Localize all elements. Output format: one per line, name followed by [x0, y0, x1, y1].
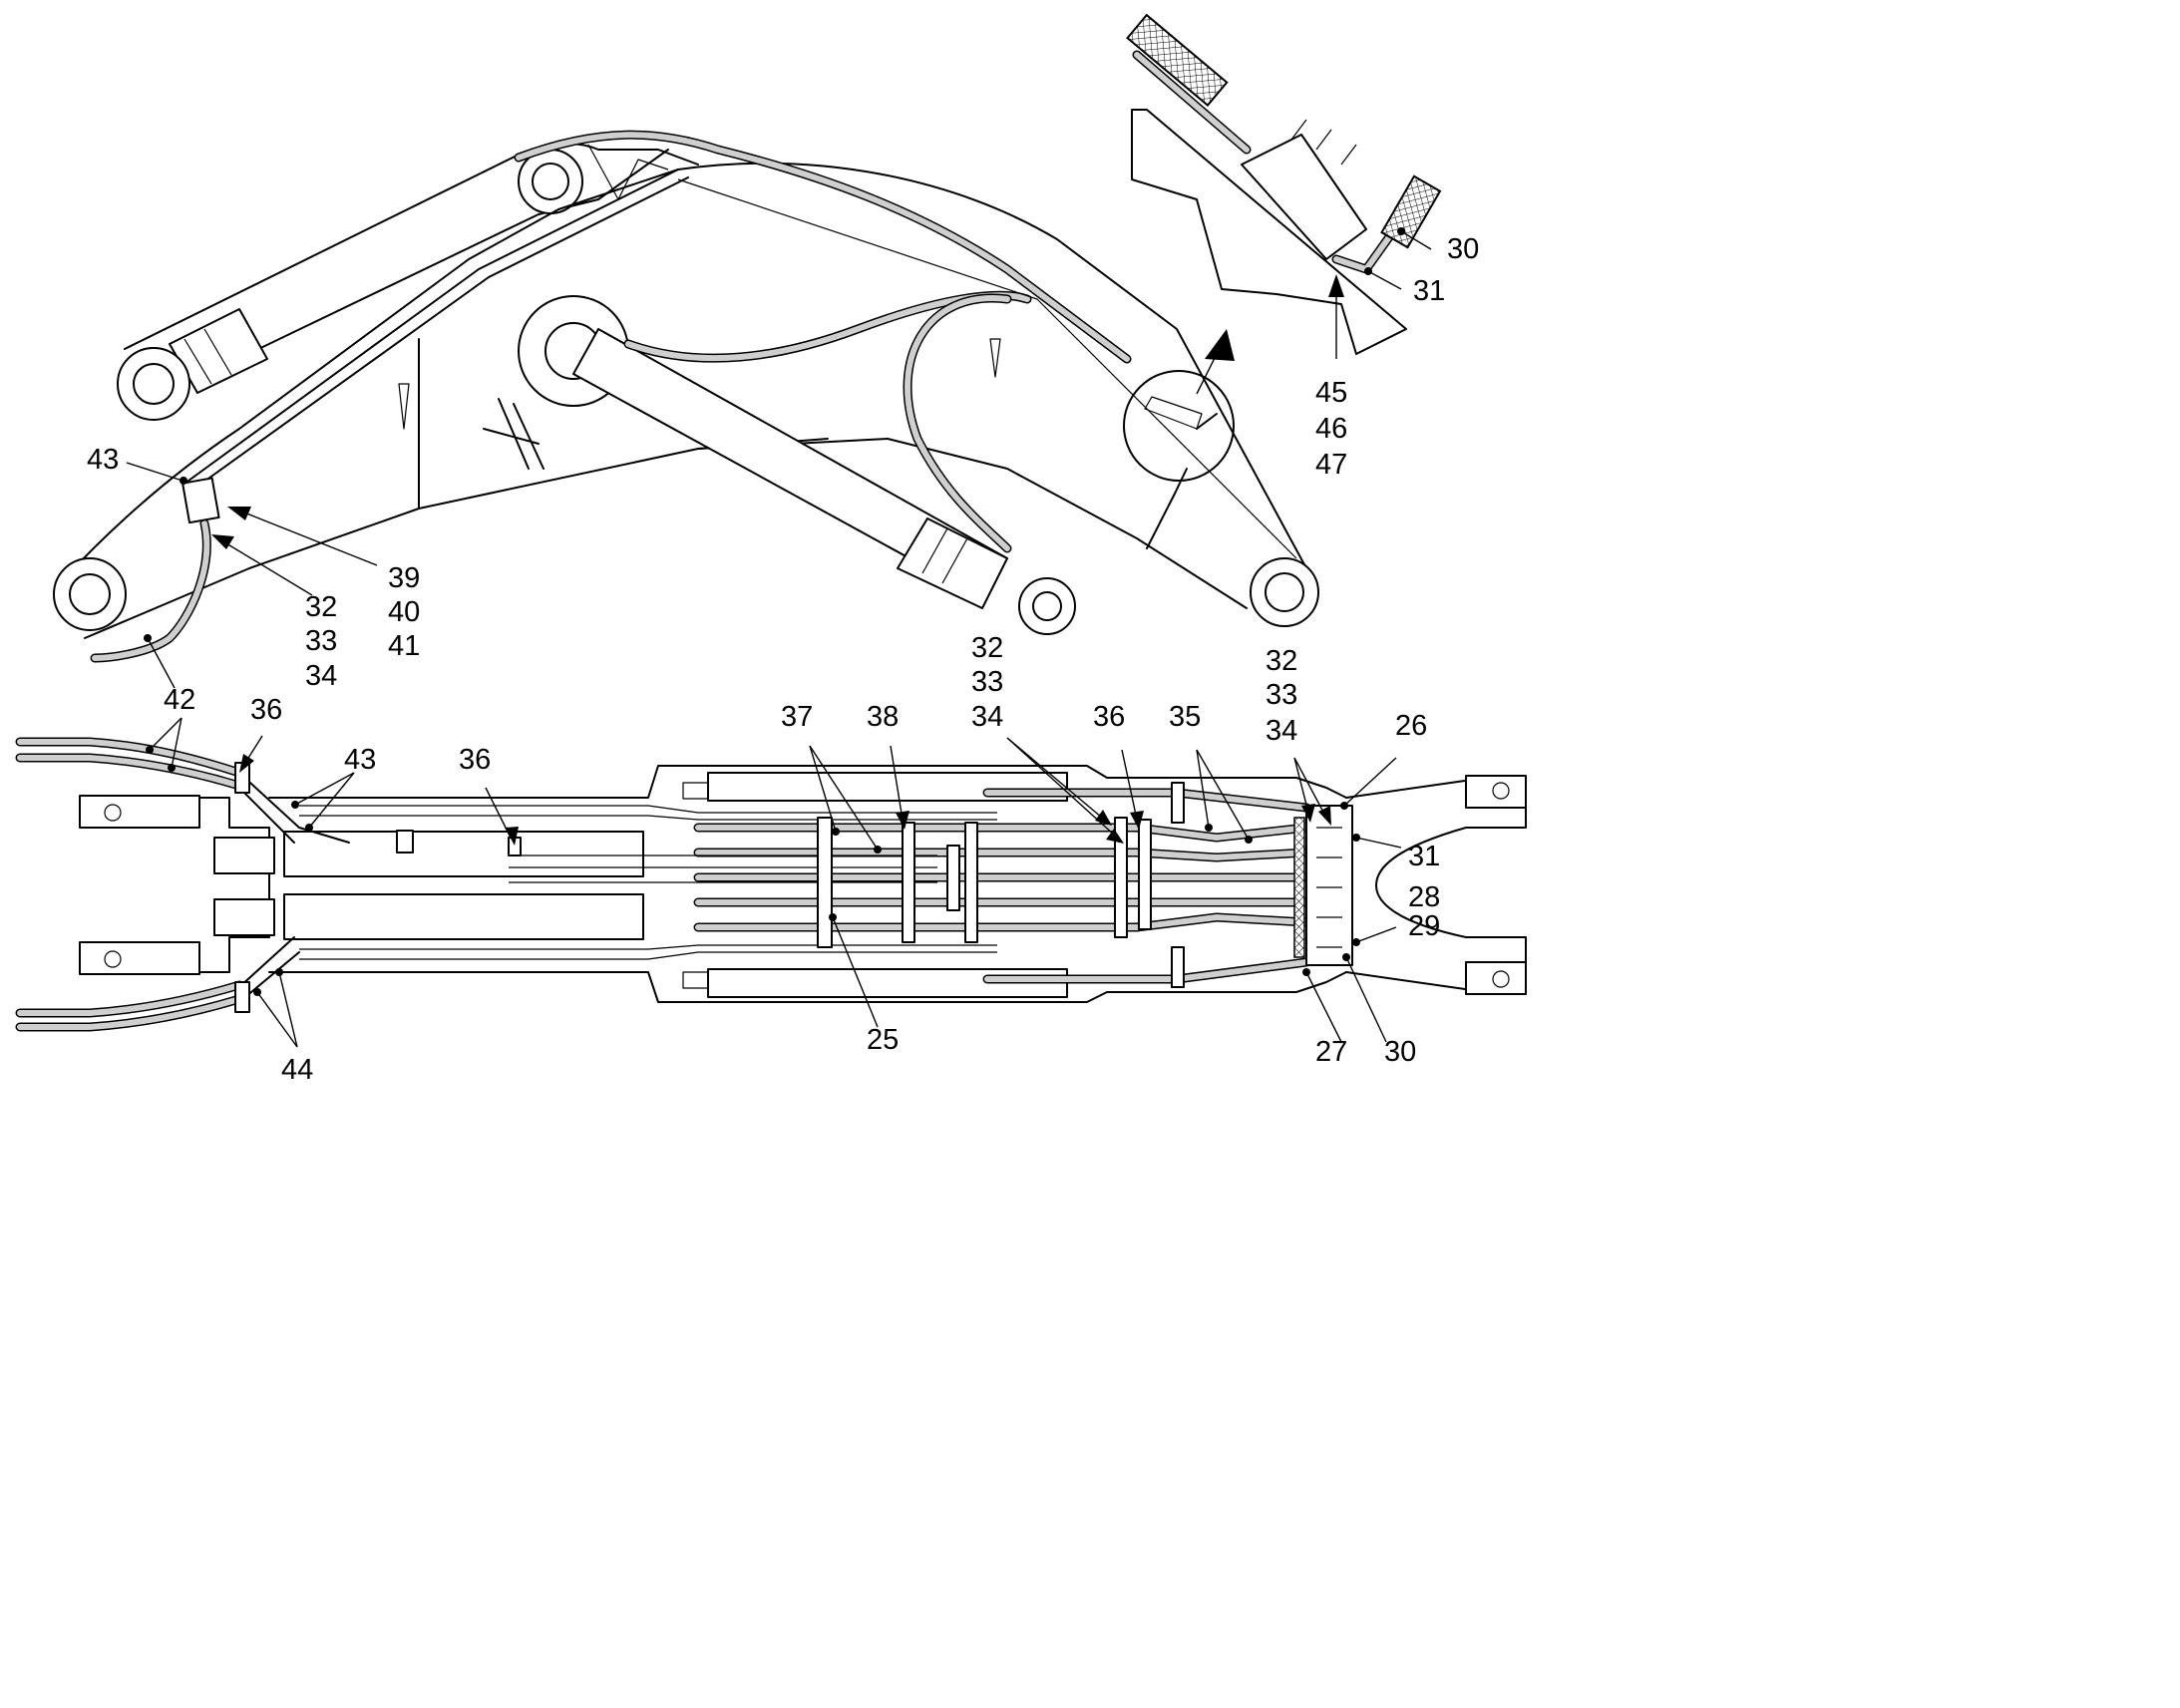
- callout-34-side: 34: [305, 660, 337, 692]
- callout-31-plan: 31: [1408, 841, 1440, 872]
- callout-32-plan-b: 32: [1266, 645, 1297, 677]
- callout-41: 41: [388, 630, 420, 662]
- callout-43-plan: 43: [344, 744, 376, 776]
- callout-26: 26: [1395, 710, 1427, 742]
- leader-lines: [126, 227, 1432, 1048]
- callout-30-detail: 30: [1447, 233, 1479, 265]
- callout-34-plan-b: 34: [1266, 715, 1297, 747]
- callout-25: 25: [867, 1024, 899, 1056]
- callout-32-plan-a: 32: [971, 632, 1003, 664]
- callout-36-mid: 36: [459, 744, 491, 776]
- callout-33-plan-a: 33: [971, 666, 1003, 698]
- boom-plan-view: [15, 737, 1527, 1032]
- callout-39: 39: [388, 562, 420, 594]
- callout-36-right: 36: [1093, 701, 1125, 733]
- callout-46: 46: [1315, 413, 1347, 445]
- callout-33-side: 33: [305, 625, 337, 657]
- callout-29: 29: [1408, 910, 1440, 942]
- boom-side-view: [53, 130, 1319, 663]
- callout-36-left: 36: [250, 694, 282, 726]
- callout-37: 37: [781, 701, 813, 733]
- callout-28: 28: [1408, 881, 1440, 913]
- detail-arrow-icon: [1205, 329, 1235, 361]
- parts-diagram: 43 39 40 41 32 33 34 42 30 31 45 46 47 3…: [15, 13, 1527, 1086]
- callout-45: 45: [1315, 377, 1347, 409]
- callout-43-side: 43: [87, 444, 119, 476]
- callout-32-side: 32: [305, 591, 337, 623]
- callout-31-detail: 31: [1413, 275, 1445, 307]
- callout-44: 44: [281, 1054, 313, 1086]
- callout-labels: 43 39 40 41 32 33 34 42 30 31 45 46 47 3…: [87, 233, 1479, 1086]
- diagram-canvas: 43 39 40 41 32 33 34 42 30 31 45 46 47 3…: [15, 13, 1527, 1086]
- callout-34-plan-a: 34: [971, 701, 1003, 733]
- callout-27: 27: [1315, 1036, 1347, 1068]
- valve-detail-view: [1126, 13, 1442, 355]
- callout-30-plan: 30: [1384, 1036, 1416, 1068]
- callout-35: 35: [1169, 701, 1201, 733]
- callout-38: 38: [867, 701, 899, 733]
- callout-42: 42: [164, 684, 195, 716]
- detail-circle: [1123, 370, 1235, 482]
- callout-47: 47: [1315, 449, 1347, 481]
- callout-33-plan-b: 33: [1266, 679, 1297, 711]
- callout-40: 40: [388, 596, 420, 628]
